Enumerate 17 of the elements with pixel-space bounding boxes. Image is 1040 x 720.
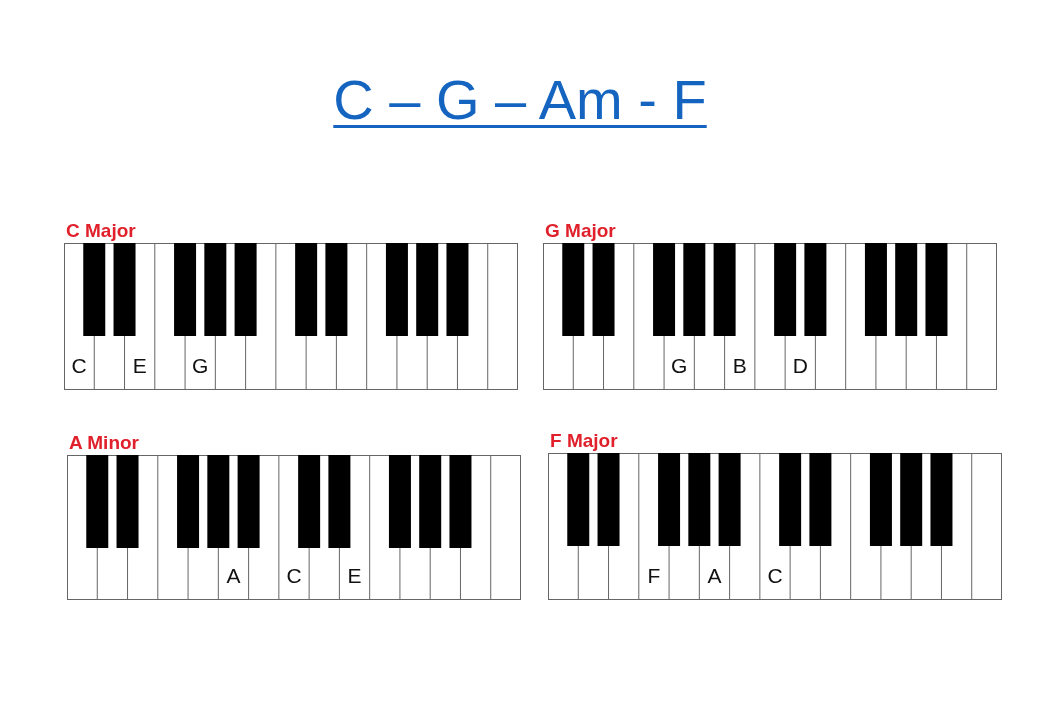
note-label: D <box>791 355 809 376</box>
chord-heading: F Major <box>550 431 618 450</box>
note-label: E <box>346 565 363 586</box>
chord-heading: A Minor <box>69 433 139 452</box>
note-label: B <box>731 355 748 376</box>
note-label: G <box>670 355 689 376</box>
chord-heading: G Major <box>545 221 616 240</box>
note-label: A <box>225 565 242 586</box>
note-label: C <box>285 565 303 586</box>
note-label: E <box>131 355 148 376</box>
chord-heading: C Major <box>66 221 136 240</box>
note-label: C <box>766 565 784 586</box>
note-label: C <box>70 355 88 376</box>
note-label: A <box>706 565 723 586</box>
note-label: G <box>191 355 210 376</box>
title: C – G – Am - F <box>333 68 707 131</box>
note-label: F <box>646 565 662 586</box>
